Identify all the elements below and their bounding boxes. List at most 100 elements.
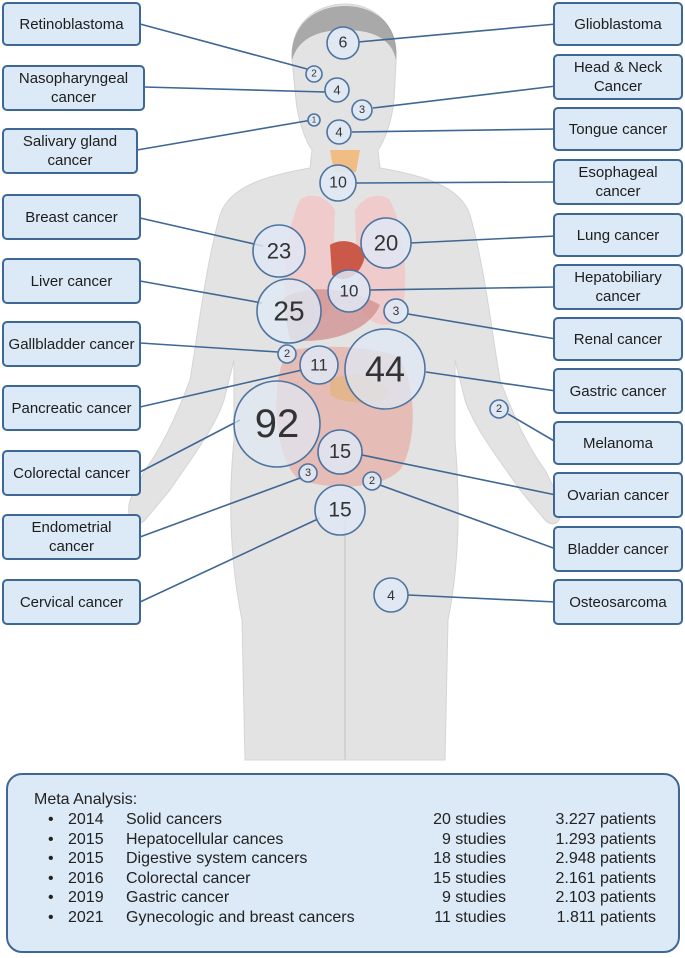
meta-row: • 2021 Gynecologic and breast cancers 11… (8, 909, 678, 929)
svg-text:2: 2 (496, 403, 502, 415)
label-ovarian: Ovarian cancer (553, 472, 683, 518)
label-melanoma: Melanoma (553, 421, 683, 465)
bubbles: 6 2 4 3 1 4 10 20 23 10 25 3 2 11 44 92 … (233, 26, 509, 613)
meta-row: • 2019 Gastric cancer 9 studies 2.103 pa… (8, 889, 678, 909)
bullet-icon: • (48, 909, 54, 926)
meta-studies: 9 studies (441, 831, 506, 848)
bubble-retinoblastoma: 2 (305, 65, 323, 83)
meta-name: Solid cancers (126, 811, 223, 828)
svg-text:25: 25 (273, 296, 304, 327)
bubble-gallbladder: 2 (277, 344, 297, 364)
svg-text:3: 3 (305, 467, 311, 479)
svg-text:1: 1 (312, 116, 317, 125)
label-endometrial: Endometrial cancer (2, 514, 141, 560)
svg-text:2: 2 (311, 69, 317, 80)
bullet-icon: • (48, 870, 54, 887)
meta-patients: 1.811 patients (556, 909, 656, 926)
meta-row: • 2015 Hepatocellular cances 9 studies 1… (8, 831, 678, 851)
svg-text:4: 4 (387, 587, 395, 603)
bubble-gastric: 44 (344, 328, 426, 410)
svg-text:4: 4 (333, 83, 340, 98)
label-gallbladder: Gallbladder cancer (2, 321, 141, 367)
meta-studies: 11 studies (434, 909, 506, 926)
meta-patients: 2.948 patients (555, 850, 656, 867)
svg-text:15: 15 (328, 499, 351, 522)
label-breast: Breast cancer (2, 194, 141, 240)
meta-studies: 15 studies (433, 870, 506, 887)
svg-text:2: 2 (369, 475, 375, 487)
label-salivary: Salivary gland cancer (2, 128, 138, 174)
svg-text:10: 10 (329, 175, 347, 192)
svg-text:15: 15 (329, 441, 351, 463)
svg-text:23: 23 (267, 239, 291, 264)
svg-text:3: 3 (359, 104, 365, 116)
bubble-salivary: 1 (307, 113, 321, 127)
svg-text:3: 3 (393, 304, 400, 318)
meta-name: Colorectal cancer (126, 870, 251, 887)
bubble-nasopharyngeal: 4 (324, 77, 350, 103)
label-lung: Lung cancer (553, 213, 683, 257)
svg-text:92: 92 (255, 402, 300, 446)
label-retinoblastoma: Retinoblastoma (2, 2, 141, 46)
bullet-icon: • (48, 831, 54, 848)
meta-name: Hepatocellular cances (126, 831, 284, 848)
label-bladder: Bladder cancer (553, 526, 683, 572)
bullet-icon: • (48, 850, 54, 867)
label-hepatobiliary: Hepatobiliary cancer (553, 264, 683, 310)
meta-row: • 2014 Solid cancers 20 studies 3.227 pa… (8, 811, 678, 831)
label-headneck: Head & Neck Cancer (553, 54, 683, 100)
bubble-bladder: 2 (362, 471, 382, 491)
bubble-esophageal: 10 (319, 164, 357, 202)
meta-name: Gastric cancer (126, 889, 230, 906)
meta-year: 2015 (68, 831, 104, 848)
label-glioblastoma: Glioblastoma (553, 2, 683, 46)
label-osteosarcoma: Osteosarcoma (553, 579, 683, 625)
meta-patients: 1.293 patients (555, 831, 656, 848)
svg-text:11: 11 (310, 356, 328, 375)
bubble-lung: 20 (360, 217, 412, 269)
svg-text:6: 6 (339, 35, 348, 52)
meta-name: Digestive system cancers (126, 850, 308, 867)
meta-year: 2015 (68, 850, 104, 867)
meta-patients: 2.161 patients (555, 870, 656, 887)
label-tongue: Tongue cancer (553, 107, 683, 151)
meta-year: 2016 (68, 870, 104, 887)
svg-text:2: 2 (284, 348, 290, 360)
bubble-cervical: 15 (314, 484, 366, 536)
meta-analysis-panel: Meta Analysis: • 2014 Solid cancers 20 s… (6, 773, 680, 953)
meta-year: 2014 (68, 811, 104, 828)
meta-title: Meta Analysis: (34, 791, 138, 808)
svg-text:20: 20 (374, 231, 398, 256)
bullet-icon: • (48, 889, 54, 906)
bubble-renal: 3 (383, 298, 409, 324)
svg-text:4: 4 (335, 125, 342, 140)
svg-text:44: 44 (365, 349, 405, 390)
label-renal: Renal cancer (553, 317, 683, 361)
label-colorectal: Colorectal cancer (2, 450, 141, 496)
bubble-colorectal: 92 (233, 380, 321, 468)
bubble-headneck: 3 (351, 99, 373, 121)
meta-patients: 3.227 patients (555, 811, 656, 828)
label-nasopharyngeal: Nasopharyngeal cancer (2, 65, 145, 111)
bubble-breast: 23 (252, 224, 306, 278)
bubble-pancreatic: 11 (299, 345, 339, 385)
bubble-tongue: 4 (326, 119, 352, 145)
leader-lines (136, 23, 557, 603)
meta-studies: 9 studies (441, 889, 506, 906)
label-gastric: Gastric cancer (553, 368, 683, 414)
meta-studies: 18 studies (433, 850, 506, 867)
label-cervical: Cervical cancer (2, 579, 141, 625)
bubble-osteosarcoma: 4 (373, 577, 409, 613)
label-pancreatic: Pancreatic cancer (2, 385, 141, 431)
label-esophageal: Esophageal cancer (553, 159, 683, 205)
meta-year: 2019 (68, 889, 104, 906)
bubble-hepatobiliary: 10 (327, 269, 371, 313)
meta-row: • 2016 Colorectal cancer 15 studies 2.16… (8, 870, 678, 890)
meta-year: 2021 (68, 909, 104, 926)
meta-row: • 2015 Digestive system cancers 18 studi… (8, 850, 678, 870)
bubble-liver: 25 (256, 278, 322, 344)
bullet-icon: • (48, 811, 54, 828)
label-liver: Liver cancer (2, 258, 141, 304)
